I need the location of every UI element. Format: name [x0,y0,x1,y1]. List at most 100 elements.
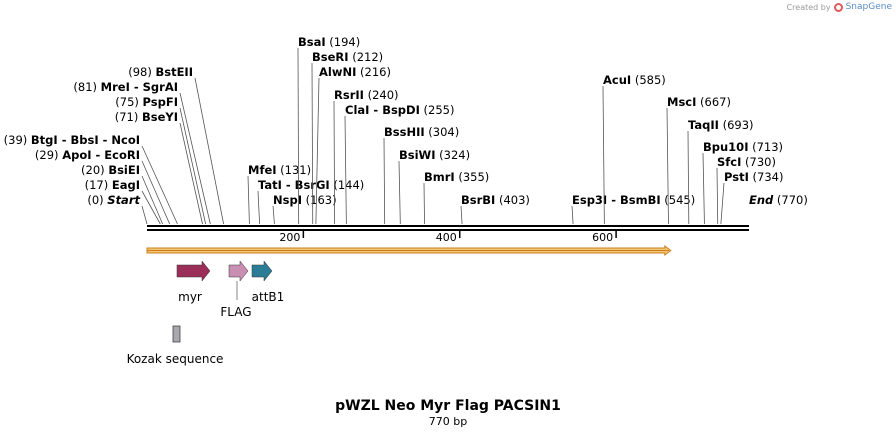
enzyme-name: Esp3I - BsmBI [572,193,661,207]
ruler-tick-label: 400 [436,231,457,244]
enzyme-name: PstI [724,170,749,184]
enzyme-cut-line [315,77,320,225]
enzyme-site: (29) ApoI - EcoRI [35,148,171,225]
enzyme-site: PstI (734) [720,170,784,225]
enzyme-name: BssHII [384,125,425,139]
enzyme-label: TatI - BsrGI (144) [258,178,364,192]
enzyme-cut-line [716,167,719,225]
enzyme-site: TaqII (693) [687,118,754,225]
enzyme-cut-line [141,145,178,225]
enzyme-cut-line [257,190,260,225]
enzyme-site: NspI (163) [272,193,337,225]
enzyme-position: (29) [35,148,62,162]
enzyme-label: (17) EagI [85,178,140,192]
enzyme-label: (81) MreI - SgrAI [73,80,178,94]
enzyme-site: BseRI (212) [311,50,383,225]
enzyme-name: BseYI [142,110,178,124]
enzyme-label: BsiWI (324) [399,148,470,162]
plasmid-title: pWZL Neo Myr Flag PACSIN1 [335,398,561,414]
enzyme-cut-line [179,107,207,225]
enzyme-site: BmrI (355) [423,170,490,225]
enzyme-position: (216) [356,65,391,79]
feature-label: Kozak sequence [127,352,224,366]
enzyme-name: NspI [273,193,302,207]
enzyme-site: RsrII (240) [333,88,399,225]
snapgene-credit: Created by SnapGene [787,2,892,12]
enzyme-position: (71) [115,110,142,124]
enzyme-name: MfeI [248,163,277,177]
credit-brand: SnapGene [845,2,892,12]
enzyme-site: BsrBI (403) [460,193,530,225]
enzyme-site: AcuI (585) [602,73,666,225]
enzyme-site: TatI - BsrGI (144) [257,178,364,225]
feature-arrow [176,260,211,282]
enzyme-site: MfeI (131) [247,163,311,225]
enzyme-label: MfeI (131) [248,163,311,177]
enzyme-position: (240) [364,88,399,102]
enzyme-site: (20) BsiEI [81,163,164,225]
enzyme-site: End (770) [749,193,808,207]
ruler-tick-label: 200 [279,231,300,244]
enzyme-cut-line [311,62,314,225]
enzyme-name: TatI - BsrGI [258,178,330,192]
enzyme-position: (304) [425,125,460,139]
enzyme-name: BseRI [312,50,349,64]
enzyme-site: (17) EagI [85,178,161,225]
enzyme-label: SfcI (730) [717,155,776,169]
enzyme-cut-line [344,115,347,225]
enzyme-position: (81) [73,80,100,94]
enzyme-label: (20) BsiEI [81,163,140,177]
enzyme-position: (324) [436,148,471,162]
enzyme-position: (770) [773,193,808,207]
enzyme-position: (355) [455,170,490,184]
snapgene-logo-icon [833,2,843,12]
enzyme-cut-line [141,160,171,225]
feature-label: FLAG [220,305,251,319]
enzyme-cut-line [179,92,211,225]
enzyme-label: Bpu10I (713) [703,140,783,154]
enzyme-position: (734) [749,170,784,184]
enzyme-name: TaqII [688,118,719,132]
credit-text: Created by [786,2,831,12]
enzyme-position: (0) [87,193,107,207]
enzyme-position: (585) [631,73,666,87]
enzyme-cut-line [272,205,275,225]
enzyme-cut-line [179,122,203,225]
enzyme-name: AcuI [603,73,631,87]
feature-label: myr [178,290,202,304]
enzyme-label: End (770) [749,193,808,207]
enzyme-position: (713) [748,140,783,154]
enzyme-position: (131) [277,163,312,177]
enzyme-site: BsiWI (324) [398,148,470,225]
enzyme-label: BseRI (212) [312,50,383,64]
enzyme-label: (98) BstEII [128,65,193,79]
enzyme-position: (667) [696,95,731,109]
enzyme-cut-line [141,190,161,225]
enzyme-name: BsaI [298,35,326,49]
enzyme-name: MreI - SgrAI [101,80,178,94]
enzyme-site: BssHII (304) [383,125,460,225]
enzyme-label: BsrBI (403) [461,193,530,207]
enzyme-cut-line [702,152,705,225]
enzyme-position: (693) [719,118,754,132]
enzyme-site: (0) Start [87,193,148,225]
enzyme-site: MscI (667) [666,95,731,225]
enzyme-name: SfcI [717,155,741,169]
enzyme-label: ClaI - BspDI (255) [345,103,454,117]
enzyme-name: RsrII [334,88,364,102]
enzyme-position: (98) [128,65,155,79]
ruler-tick-label: 600 [592,231,613,244]
enzyme-position: (20) [81,163,108,177]
enzyme-position: (17) [85,178,112,192]
enzyme-cut-line [460,205,463,225]
enzyme-label: BsaI (194) [298,35,360,49]
enzyme-site: (71) BseYI [115,110,203,225]
feature-arrow [228,260,249,282]
feature-attb1: attB1 [252,260,284,304]
enzyme-site: Esp3I - BsmBI (545) [571,193,695,225]
enzyme-name: End [749,193,774,207]
enzyme-label: AcuI (585) [603,73,666,87]
enzyme-cut-line [383,137,386,225]
enzyme-label: (0) Start [87,193,140,207]
